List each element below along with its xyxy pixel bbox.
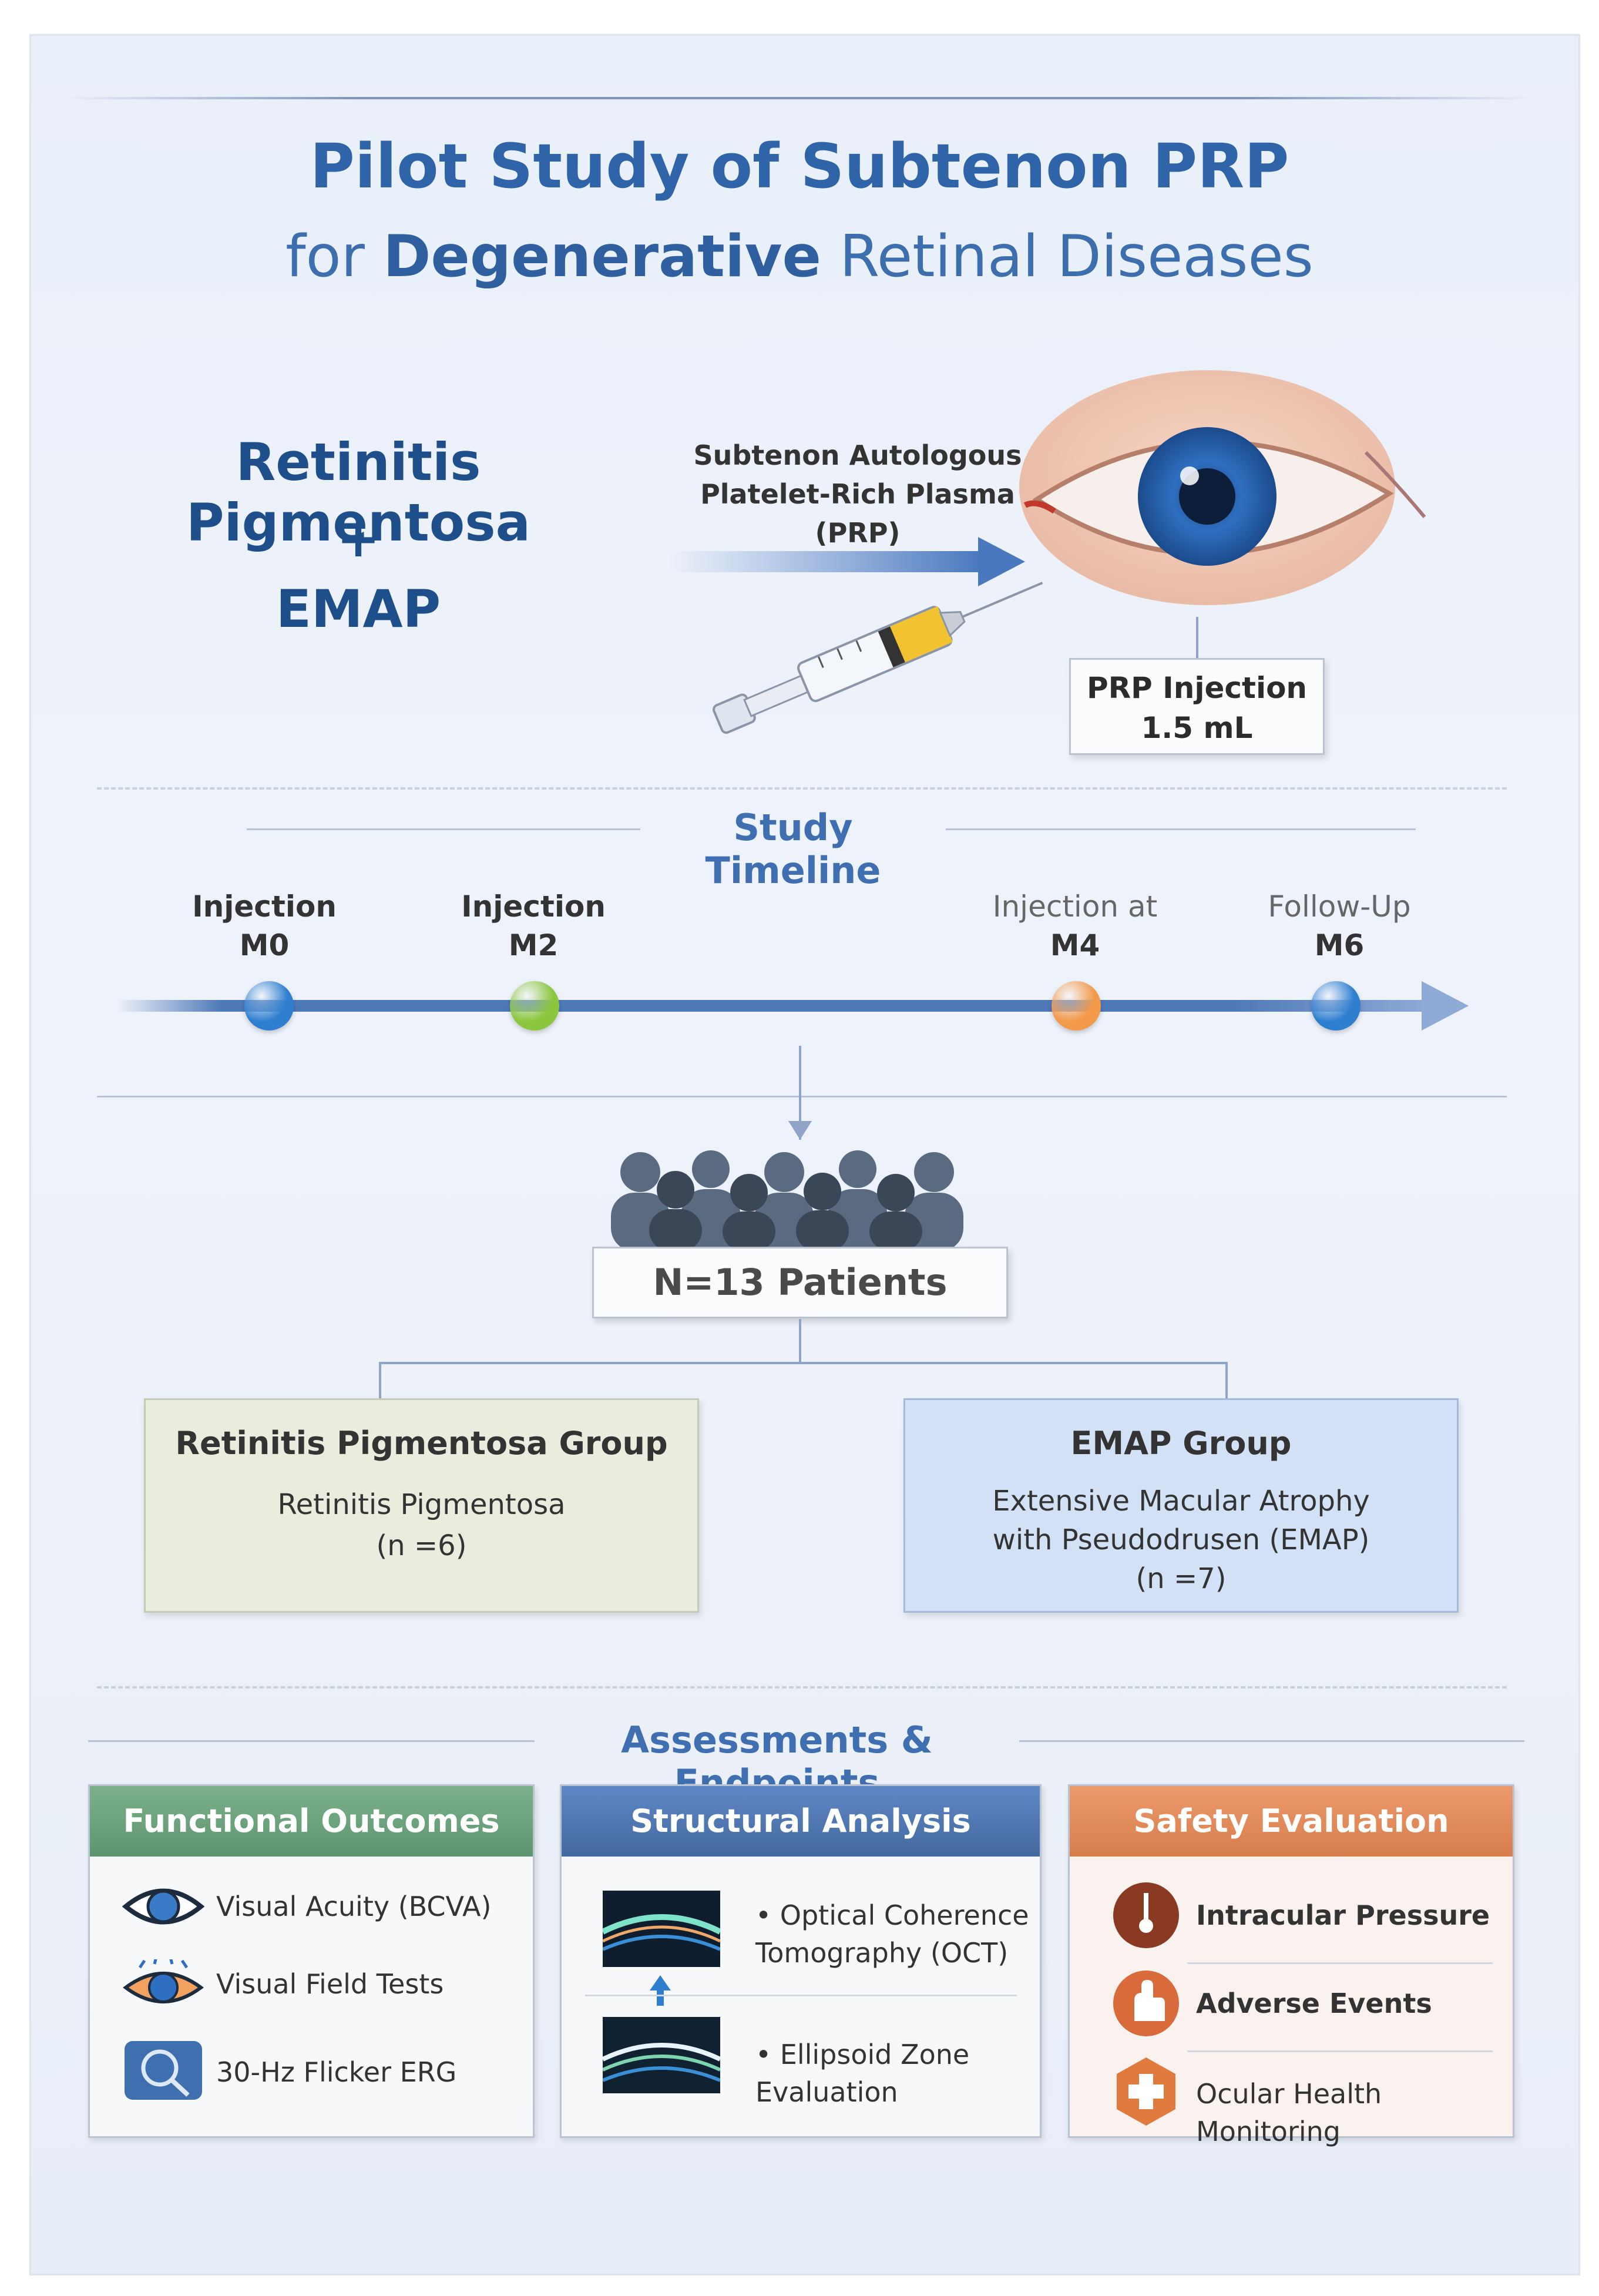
page-title: Pilot Study of Subtenon PRP: [310, 130, 1289, 202]
patients-count-box: N=13 Patients: [592, 1247, 1008, 1318]
health-cross-icon: [1117, 2057, 1175, 2126]
panel-structural-analysis: Structural Analysis • Optical Coherence …: [560, 1784, 1042, 2138]
timeline-to-patients-line: [799, 1046, 801, 1140]
eye-icon: [122, 1888, 204, 1925]
erg-magnifier-icon: [125, 2041, 202, 2100]
panel-structural-header: Structural Analysis: [562, 1786, 1040, 1857]
timeline-node-m2: [510, 981, 559, 1030]
timeline-node-m4: [1052, 981, 1101, 1030]
group-retinitis-pigmentosa: Retinitis Pigmentosa Group Retinitis Pig…: [144, 1398, 699, 1613]
page-subtitle: for Degenerative Retinal Diseases: [285, 223, 1314, 290]
structural-separator: [585, 1995, 1017, 1996]
prp-injection-box: PRP Injection 1.5 mL: [1069, 658, 1325, 755]
visual-field-eye-icon: [122, 1959, 204, 2003]
timeline-bottom-rule: [97, 1096, 1507, 1097]
prp-connector: [1196, 617, 1198, 658]
panel-functional-outcomes: Functional Outcomes Visual Acuity (BCVA)…: [88, 1784, 535, 2138]
down-arrow-icon: [788, 1121, 812, 1140]
panel-safety-evaluation: Safety Evaluation Intracular Pressure Ad…: [1068, 1784, 1514, 2147]
item-adverse-events: Adverse Events: [1196, 1988, 1432, 2019]
group-branch-line: [379, 1362, 1228, 1364]
timeline-node-m0: [244, 981, 294, 1030]
item-visual-field: Visual Field Tests: [216, 1968, 444, 2000]
prp-label: Subtenon Autologous Platelet-Rich Plasma…: [693, 439, 1022, 549]
safety-separator-2: [1187, 2050, 1493, 2052]
panel-safety-header: Safety Evaluation: [1070, 1786, 1513, 1857]
condition-plus-sign: +: [337, 508, 380, 569]
pressure-gauge-icon: [1113, 1882, 1179, 1948]
timeline-title-rule-left: [247, 828, 640, 830]
ellipsoid-zone-image: [603, 2017, 720, 2093]
item-intraocular-pressure: Intracular Pressure: [1196, 1899, 1490, 1931]
item-flicker-erg: 30-Hz Flicker ERG: [216, 2056, 457, 2088]
timeline-title-rule-right: [946, 828, 1416, 830]
oct-scan-image: [603, 1891, 720, 1967]
section-divider: [97, 787, 1507, 790]
timeline-title: Study Timeline: [705, 806, 881, 892]
group-branch-right: [1225, 1362, 1228, 1398]
patients-group-icon: [611, 1150, 963, 1251]
patients-stem-line: [799, 1319, 801, 1364]
up-arrow-icon: [650, 1975, 671, 2006]
eye-illustration: [1019, 370, 1426, 605]
header-rule: [65, 97, 1533, 99]
assessments-rule-left: [88, 1740, 535, 1742]
assessments-divider: [97, 1686, 1507, 1689]
panel-functional-header: Functional Outcomes: [90, 1786, 533, 1857]
item-ocular-health: Ocular Health Monitoring: [1196, 2078, 1382, 2147]
group-branch-left: [379, 1362, 381, 1398]
assessments-rule-right: [1019, 1740, 1524, 1742]
syringe-icon: [712, 582, 1043, 734]
injection-arrow: [670, 537, 1025, 586]
timeline-track: [117, 981, 1469, 1030]
item-oct: • Optical Coherence Tomography (OCT): [755, 1899, 1029, 1969]
safety-separator-1: [1187, 1962, 1493, 1964]
condition-emap: EMAP: [276, 579, 441, 639]
item-ellipsoid-zone: • Ellipsoid Zone Evaluation: [755, 2039, 970, 2108]
item-visual-acuity: Visual Acuity (BCVA): [216, 1891, 492, 1922]
timeline-node-m6: [1311, 981, 1361, 1030]
condition-retinitis-pigmentosa: Retinitis Pigmentosa: [186, 432, 530, 553]
adverse-events-icon: [1113, 1971, 1179, 2036]
